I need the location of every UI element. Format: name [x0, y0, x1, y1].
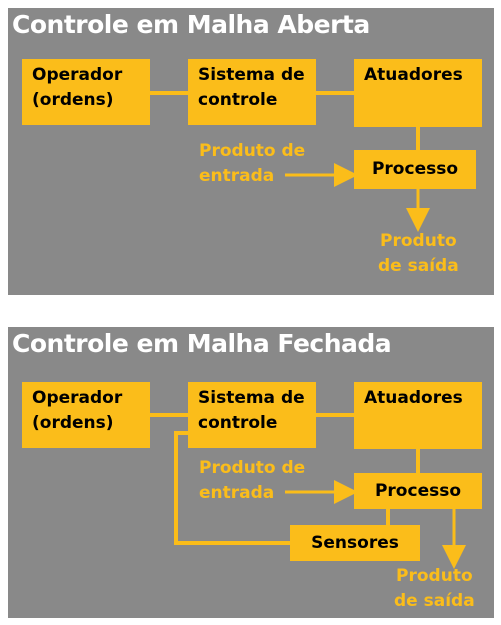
closed-loop-panel: Controle em Malha Fechada Operador (orde… [8, 327, 494, 618]
process-box: Processo [354, 150, 476, 189]
closed-loop-connectors [150, 413, 466, 569]
actuators-box: Atuadores [354, 59, 482, 127]
open-loop-connectors [150, 91, 430, 232]
input-label: Produto de entrada [199, 458, 306, 503]
output-label: Produto de saída [378, 231, 459, 276]
closed-loop-title: Controle em Malha Fechada [12, 329, 392, 358]
operator-box: Operador (ordens) [22, 382, 150, 448]
feedback-line [174, 431, 290, 545]
output-label: Produto de saída [394, 566, 475, 611]
open-loop-title: Controle em Malha Aberta [12, 10, 370, 39]
operator-box: Operador (ordens) [22, 59, 150, 125]
input-label: Produto de entrada [199, 141, 306, 186]
process-box: Processo [354, 473, 482, 509]
open-loop-panel: Controle em Malha Aberta Operador (orden… [8, 8, 494, 295]
actuators-box: Atuadores [354, 382, 482, 449]
controller-box: Sistema de controle [188, 382, 316, 448]
controller-box: Sistema de controle [188, 59, 316, 125]
sensors-box: Sensores [290, 525, 420, 561]
